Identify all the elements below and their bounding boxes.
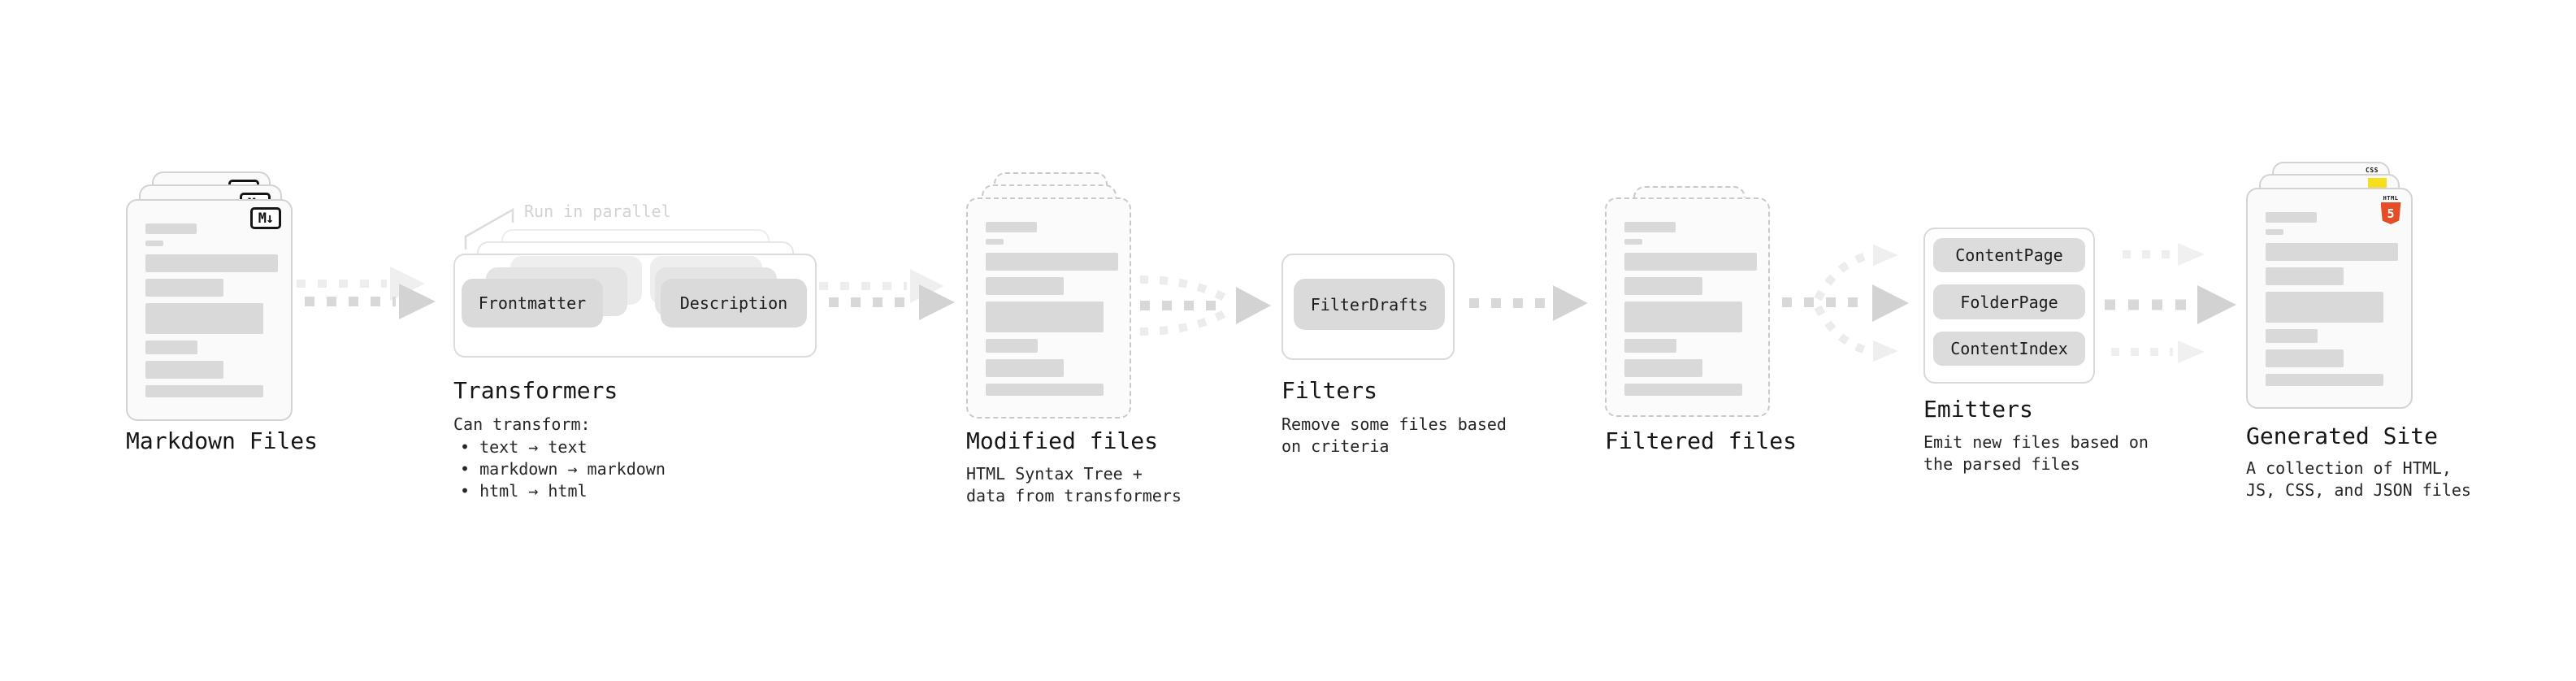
markdown-file-card-front: M↓ — [126, 199, 293, 421]
text-line-bar — [2266, 212, 2317, 223]
markdown-icon: M↓ — [250, 207, 281, 229]
arrow-emitters-to-generated — [2105, 243, 2236, 363]
run-in-parallel-leader-line — [464, 207, 514, 249]
text-line-bar — [145, 241, 163, 246]
doc-text-lines — [986, 222, 1118, 396]
doc-text-lines — [1624, 222, 1757, 396]
modified-files-subtitle: HTML Syntax Tree + — [966, 464, 1143, 484]
arrow-transformers-to-modified — [819, 269, 955, 320]
text-line-bar — [2266, 243, 2398, 261]
filters-title: Filters — [1281, 377, 1378, 404]
modified-file-card-front — [966, 197, 1131, 419]
transformers-bullet: • markdown → markdown — [460, 459, 666, 479]
text-line-bar — [986, 239, 1004, 245]
generated-site-subtitle: A collection of HTML, — [2246, 458, 2452, 478]
arrow-modified-to-filters — [1139, 275, 1271, 336]
text-line-bar — [986, 339, 1038, 353]
modified-files-subtitle: data from transformers — [966, 486, 1182, 505]
filters-subtitle: Remove some files based — [1281, 414, 1507, 434]
contentindex-pill: ContentIndex — [1933, 332, 2085, 366]
text-line-bar — [2266, 229, 2283, 235]
emitters-title: Emitters — [1923, 396, 2033, 423]
arrow-markdown-to-transformers — [297, 267, 436, 319]
html5-icon-shield: 5 — [2380, 202, 2401, 224]
filtered-file-card-front — [1605, 197, 1770, 417]
text-line-bar — [1624, 222, 1676, 232]
text-line-bar — [1624, 359, 1702, 377]
text-line-bar — [145, 279, 223, 297]
text-line-bar — [145, 361, 223, 379]
text-line-bar — [986, 277, 1064, 295]
folderpage-pill: FolderPage — [1933, 284, 2085, 319]
text-line-bar — [145, 254, 278, 272]
transformers-body-heading: Can transform: — [453, 414, 591, 434]
arrow-filters-to-filtered — [1469, 285, 1588, 321]
text-line-bar — [145, 303, 263, 334]
frontmatter-pill: Frontmatter — [462, 279, 603, 327]
text-line-bar — [986, 384, 1104, 396]
text-line-bar — [1624, 239, 1642, 245]
text-line-bar — [1624, 253, 1757, 271]
modified-files-title: Modified files — [966, 427, 1159, 454]
transformers-bullet: • html → html — [460, 481, 588, 501]
text-line-bar — [986, 222, 1037, 232]
text-line-bar — [2266, 329, 2318, 343]
description-pill: Description — [661, 279, 807, 327]
text-line-bar — [1624, 277, 1702, 295]
filtered-files-title: Filtered files — [1605, 427, 1798, 454]
text-line-bar — [2266, 374, 2383, 386]
html5-icon-number: 5 — [2387, 206, 2395, 221]
generated-file-card-front: HTML 5 — [2246, 188, 2413, 409]
text-line-bar — [2266, 349, 2344, 367]
text-line-bar — [2266, 267, 2344, 285]
text-line-bar — [1624, 384, 1742, 396]
text-line-bar — [145, 340, 197, 354]
contentpage-pill: ContentPage — [1933, 238, 2085, 272]
html5-icon: HTML 5 — [2380, 195, 2401, 224]
filters-subtitle: on criteria — [1281, 436, 1390, 456]
generated-site-title: Generated Site — [2246, 423, 2439, 449]
transformers-title: Transformers — [453, 377, 618, 404]
html5-icon-label: HTML — [2383, 195, 2399, 202]
generated-site-subtitle: JS, CSS, and JSON files — [2246, 480, 2471, 500]
text-line-bar — [145, 385, 263, 397]
doc-text-lines — [145, 223, 278, 397]
text-line-bar — [986, 301, 1104, 332]
text-line-bar — [1624, 301, 1742, 332]
emitters-subtitle: Emit new files based on — [1923, 432, 2149, 452]
emitters-subtitle: the parsed files — [1923, 454, 2080, 474]
arrow-filtered-to-emitters — [1782, 245, 1909, 362]
text-line-bar — [2266, 292, 2383, 323]
transformers-bullet: • text → text — [460, 437, 588, 457]
text-line-bar — [986, 253, 1118, 271]
css-icon-label: CSS — [2366, 167, 2379, 174]
text-line-bar — [1624, 339, 1676, 353]
doc-text-lines — [2266, 212, 2398, 386]
filterdrafts-pill: FilterDrafts — [1294, 279, 1445, 330]
markdown-files-label: Markdown Files — [126, 427, 319, 454]
text-line-bar — [145, 223, 197, 234]
text-line-bar — [986, 359, 1064, 377]
run-in-parallel-annotation: Run in parallel — [524, 202, 671, 221]
